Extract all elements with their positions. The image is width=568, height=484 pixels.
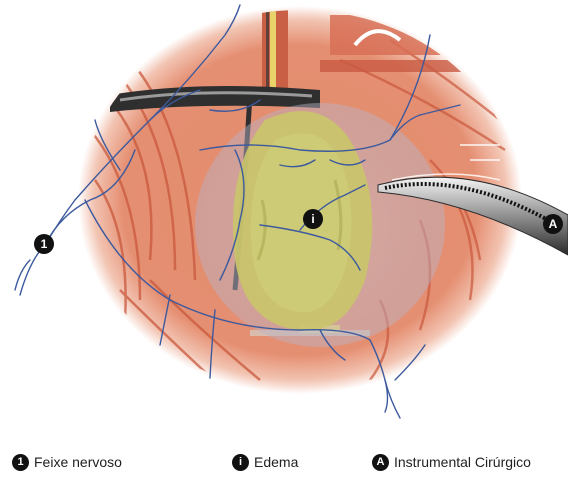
- legend-item-edema: i Edema: [232, 450, 298, 474]
- instrument-marker: A: [543, 214, 563, 234]
- legend-item-nerve: 1 Feixe nervoso: [12, 450, 122, 474]
- nerve-marker: 1: [34, 234, 54, 254]
- svg-text:A: A: [549, 217, 558, 231]
- surgical-field-illustration: 1 i A: [0, 0, 568, 430]
- legend-badge-nerve: 1: [12, 454, 29, 471]
- legend-label-edema: Edema: [254, 454, 298, 470]
- svg-text:i: i: [311, 212, 314, 226]
- edema-region: [233, 111, 372, 330]
- legend: 1 Feixe nervoso i Edema A Instrumental C…: [0, 450, 568, 480]
- legend-item-instrument: A Instrumental Cirúrgico: [372, 450, 531, 474]
- svg-text:1: 1: [41, 237, 48, 251]
- legend-badge-edema: i: [232, 454, 249, 471]
- legend-badge-instrument: A: [372, 454, 389, 471]
- edema-marker: i: [303, 209, 323, 229]
- legend-label-nerve: Feixe nervoso: [34, 454, 122, 470]
- legend-label-instrument: Instrumental Cirúrgico: [394, 454, 531, 470]
